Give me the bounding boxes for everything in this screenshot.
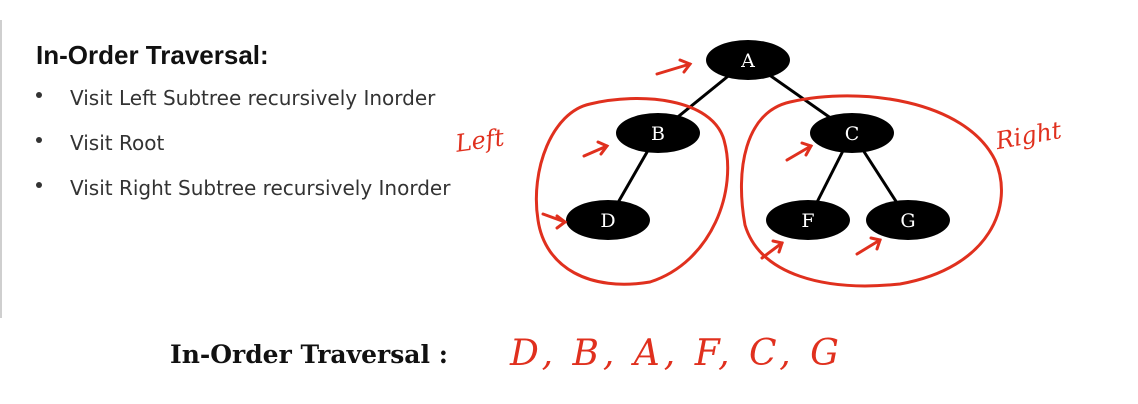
result-label: In-Order Traversal :: [170, 340, 448, 369]
node-label-g: G: [900, 210, 915, 232]
tree-node-d: D: [566, 200, 650, 240]
bullet-item: Visit Right Subtree recursively Inorder: [36, 176, 450, 221]
arrow-icon-c: [785, 141, 814, 162]
annotation-right: Right: [993, 116, 1064, 155]
bullet-text: Visit Right Subtree recursively Inorder: [70, 176, 451, 200]
bullet-text: Visit Left Subtree recursively Inorder: [70, 86, 436, 110]
bullet-dot-icon: [36, 137, 42, 143]
annotation-left: Left: [453, 123, 506, 158]
arrow-icon-a: [655, 58, 693, 76]
tree-node-f: F: [766, 200, 850, 240]
tree-node-b: B: [616, 113, 700, 153]
tree-node-c: C: [810, 113, 894, 153]
traversal-sequence: D, B, A, F, C, G: [510, 333, 843, 374]
bullet-item: Visit Root: [36, 131, 450, 176]
tree-node-a: A: [706, 40, 790, 80]
node-label-a: A: [740, 50, 755, 72]
slide-left-border: [0, 20, 2, 318]
slide-heading: In-Order Traversal:: [36, 40, 269, 70]
node-label-c: C: [845, 123, 860, 145]
arrow-icon-b: [582, 140, 610, 158]
right-subtree-loop: [739, 94, 1003, 288]
arrow-icon-f: [760, 239, 784, 260]
bullet-text: Visit Root: [70, 131, 165, 155]
node-label-d: D: [600, 210, 615, 232]
bullet-list: Visit Left Subtree recursively Inorder V…: [36, 86, 450, 221]
node-label-b: B: [651, 123, 665, 145]
arrow-icon-d: [541, 212, 568, 230]
tree-node-g: G: [866, 200, 950, 240]
node-label-f: F: [801, 210, 814, 232]
bullet-dot-icon: [36, 92, 42, 98]
bullet-item: Visit Left Subtree recursively Inorder: [36, 86, 450, 131]
arrow-icon-g: [855, 236, 882, 256]
bullet-dot-icon: [36, 182, 42, 188]
left-subtree-loop: [534, 97, 730, 286]
